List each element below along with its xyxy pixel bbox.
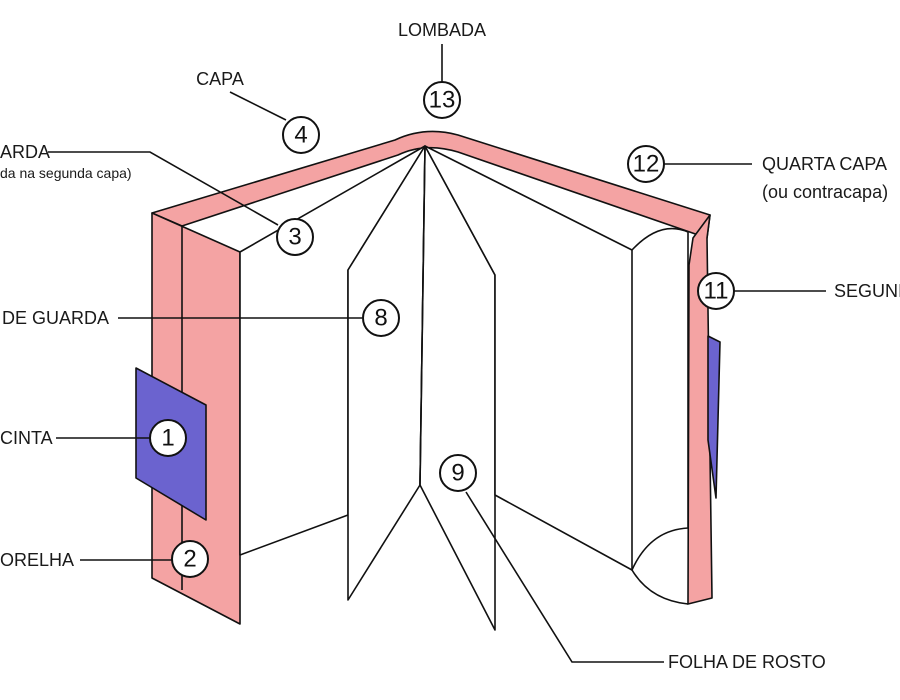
- label-capa: CAPA: [196, 69, 244, 89]
- label-folha-guarda: DE GUARDA: [2, 308, 109, 328]
- callout-12: 12: [627, 145, 665, 183]
- svg-text:9: 9: [451, 460, 464, 487]
- right-page-block: [424, 145, 689, 571]
- svg-text:11: 11: [704, 278, 729, 305]
- label-folha-rosto: FOLHA DE ROSTO: [668, 652, 826, 672]
- svg-text:12: 12: [633, 151, 660, 178]
- right-page-curl-bottom: [631, 569, 689, 605]
- callout-1: 1: [149, 419, 187, 457]
- svg-text:13: 13: [429, 87, 456, 114]
- svg-text:2: 2: [183, 546, 196, 573]
- label-quarta-capa: QUARTA CAPA: [762, 154, 887, 174]
- label-lombada: LOMBADA: [398, 20, 486, 40]
- svg-text:3: 3: [288, 224, 301, 251]
- callout-4: 4: [282, 116, 320, 154]
- callout-2: 2: [171, 540, 209, 578]
- label-guarda: ARDA: [0, 142, 50, 162]
- label-guarda-note: da na segunda capa): [0, 165, 132, 181]
- callout-8: 8: [362, 299, 400, 337]
- leader-guarda: [48, 151, 279, 226]
- callout-11: 11: [697, 272, 735, 310]
- label-orelha: ORELHA: [0, 550, 74, 570]
- leader-capa: [229, 91, 287, 121]
- center-fold-line: [419, 145, 426, 486]
- callout-3: 3: [276, 218, 314, 256]
- callout-9: 9: [439, 454, 477, 492]
- callout-13: 13: [423, 81, 461, 119]
- belly-band-back: [707, 335, 721, 499]
- leader-lines: [48, 44, 826, 663]
- svg-text:1: 1: [161, 425, 174, 452]
- label-cinta: CINTA: [0, 428, 53, 448]
- label-quarta-capa-note: (ou contracapa): [762, 182, 888, 202]
- svg-text:8: 8: [374, 305, 387, 332]
- label-segunda: SEGUNI: [834, 281, 900, 301]
- leader-folha-rosto: [465, 491, 664, 663]
- book-illustration: [135, 130, 721, 631]
- svg-text:4: 4: [294, 122, 307, 149]
